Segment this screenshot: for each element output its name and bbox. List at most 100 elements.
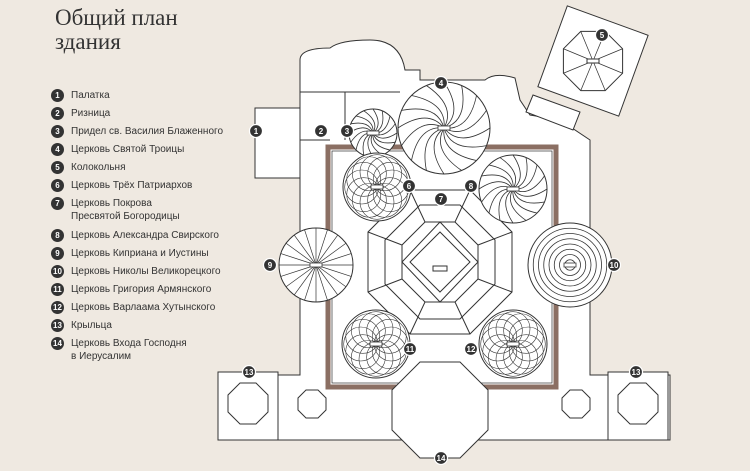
plan-marker: 1 [248,123,264,139]
legend-number-badge: 13 [51,319,64,332]
plan-marker: 5 [594,27,610,43]
plan-marker-circle [606,257,622,273]
legend-number-badge: 3 [51,125,64,138]
plan-marker-circle [248,123,264,139]
legend-item: 14 Церковь Входа Господня в Иерусалим [51,337,281,363]
plan-marker: 12 [463,341,479,357]
legend-item: 7 Церковь Покрова Пресвятой Богородицы [51,197,281,223]
legend-number-badge: 8 [51,229,64,242]
legend-item: 1 Палатка [51,89,281,102]
legend-label: Ризница [71,108,111,119]
legend-label: Церковь Киприана и Иустины [71,248,209,259]
legend-number-badge: 10 [51,265,64,278]
plan-marker-label: 14 [437,454,446,463]
plan-marker-label: 9 [268,261,273,270]
plan-marker-circle [463,341,479,357]
plan-marker: 8 [463,178,479,194]
legend-number-badge: 11 [51,283,64,296]
legend-number-badge: 7 [51,197,64,210]
palatka-room [254,107,301,179]
legend-item: 9 Церковь Киприана и Иустины [51,247,281,260]
plan-marker-label: 10 [610,261,619,270]
plan-marker-label: 7 [439,195,444,204]
dome-varlaam-khutynsky [478,309,548,379]
plan-marker-circle [594,27,610,43]
legend-label: Церковь Григория Армянского [71,284,212,295]
plan-marker-circle [463,178,479,194]
plan-marker-label: 6 [407,182,412,191]
plan-marker-circle [313,123,329,139]
legend-item: 8 Церковь Александра Свирского [51,229,281,242]
bell-tower-octagon [562,30,624,92]
plan-marker: 6 [401,178,417,194]
legend-item: 12 Церковь Варлаама Хутынского [51,301,281,314]
legend-label: Церковь Входа Господня в Иерусалим [71,338,187,362]
plan-marker-circle [262,257,278,273]
legend-label: Церковь Святой Троицы [71,144,185,155]
plan-marker: 7 [433,191,449,207]
plan-marker: 11 [402,341,418,357]
plan-marker: 2 [313,123,329,139]
legend-number-badge: 14 [51,337,64,350]
page-title: Общий план здания [55,6,255,54]
dome-gregory-armenian [341,309,411,379]
plan-marker-label: 11 [406,345,415,354]
legend-item: 10 Церковь Николы Великорецкого [51,265,281,278]
legend-label: Палатка [71,90,110,101]
legend-number-badge: 12 [51,301,64,314]
plan-marker-label: 1 [254,127,259,136]
plan-marker: 14 [433,450,449,466]
legend-label: Церковь Николы Великорецкого [71,266,221,277]
dome-three-patriarchs [342,152,412,222]
legend-item: 6 Церковь Трёх Патриархов [51,179,281,192]
dome-holy-trinity [397,81,491,175]
church-entry-jerusalem [391,361,489,459]
plan-marker-label: 5 [600,31,605,40]
dome-basil-chapel [348,108,398,158]
legend-label: Колокольня [71,162,126,173]
legend-number-badge: 5 [51,161,64,174]
title-text: Общий план здания [55,5,178,54]
plan-marker-label: 3 [345,127,350,136]
plan-marker: 10 [606,257,622,273]
legend-number-badge: 1 [51,89,64,102]
dome-nikola-velikoretsky [527,222,613,308]
legend-number-badge: 9 [51,247,64,260]
plan-marker-label: 12 [467,345,476,354]
plan-marker-circle [401,178,417,194]
legend-item: 2 Ризница [51,107,281,120]
legend-item: 5 Колокольня [51,161,281,174]
legend-label: Церковь Александра Свирского [71,230,219,241]
plan-marker-label: 13 [632,368,641,377]
legend-label: Церковь Варлаама Хутынского [71,302,216,313]
legend-item: 11 Церковь Григория Армянского [51,283,281,296]
legend-label: Церковь Покрова Пресвятой Богородицы [71,198,180,222]
legend-number-badge: 2 [51,107,64,120]
plan-marker-circle [433,191,449,207]
plan-marker-label: 2 [319,127,324,136]
plan-marker-circle [433,75,449,91]
legend: 1 Палатка 2 Ризница 3 Придел св. Василия Блаж… [51,89,281,369]
legend-label: Церковь Трёх Патриархов [71,180,193,191]
plan-marker-circle [402,341,418,357]
plan-marker-circle [241,364,257,380]
plan-marker-label: 13 [245,368,254,377]
plan-marker: 3 [339,123,355,139]
legend-item: 3 Придел св. Василия Блаженного [51,125,281,138]
legend-number-badge: 6 [51,179,64,192]
legend-number-badge: 4 [51,143,64,156]
legend-item: 4 Церковь Святой Троицы [51,143,281,156]
plan-marker-circle [339,123,355,139]
legend-item: 13 Крыльца [51,319,281,332]
plan-marker-label: 4 [439,79,444,88]
plan-marker-circle [433,450,449,466]
legend-label: Придел св. Василия Блаженного [71,126,224,137]
plan-marker: 4 [433,75,449,91]
plan-marker: 9 [262,257,278,273]
plan-marker: 13 [628,364,644,380]
plan-marker: 13 [241,364,257,380]
dome-cyprian-justina [278,227,354,303]
dome-alexander-svirsky [478,154,548,224]
legend-label: Крыльца [71,320,112,331]
